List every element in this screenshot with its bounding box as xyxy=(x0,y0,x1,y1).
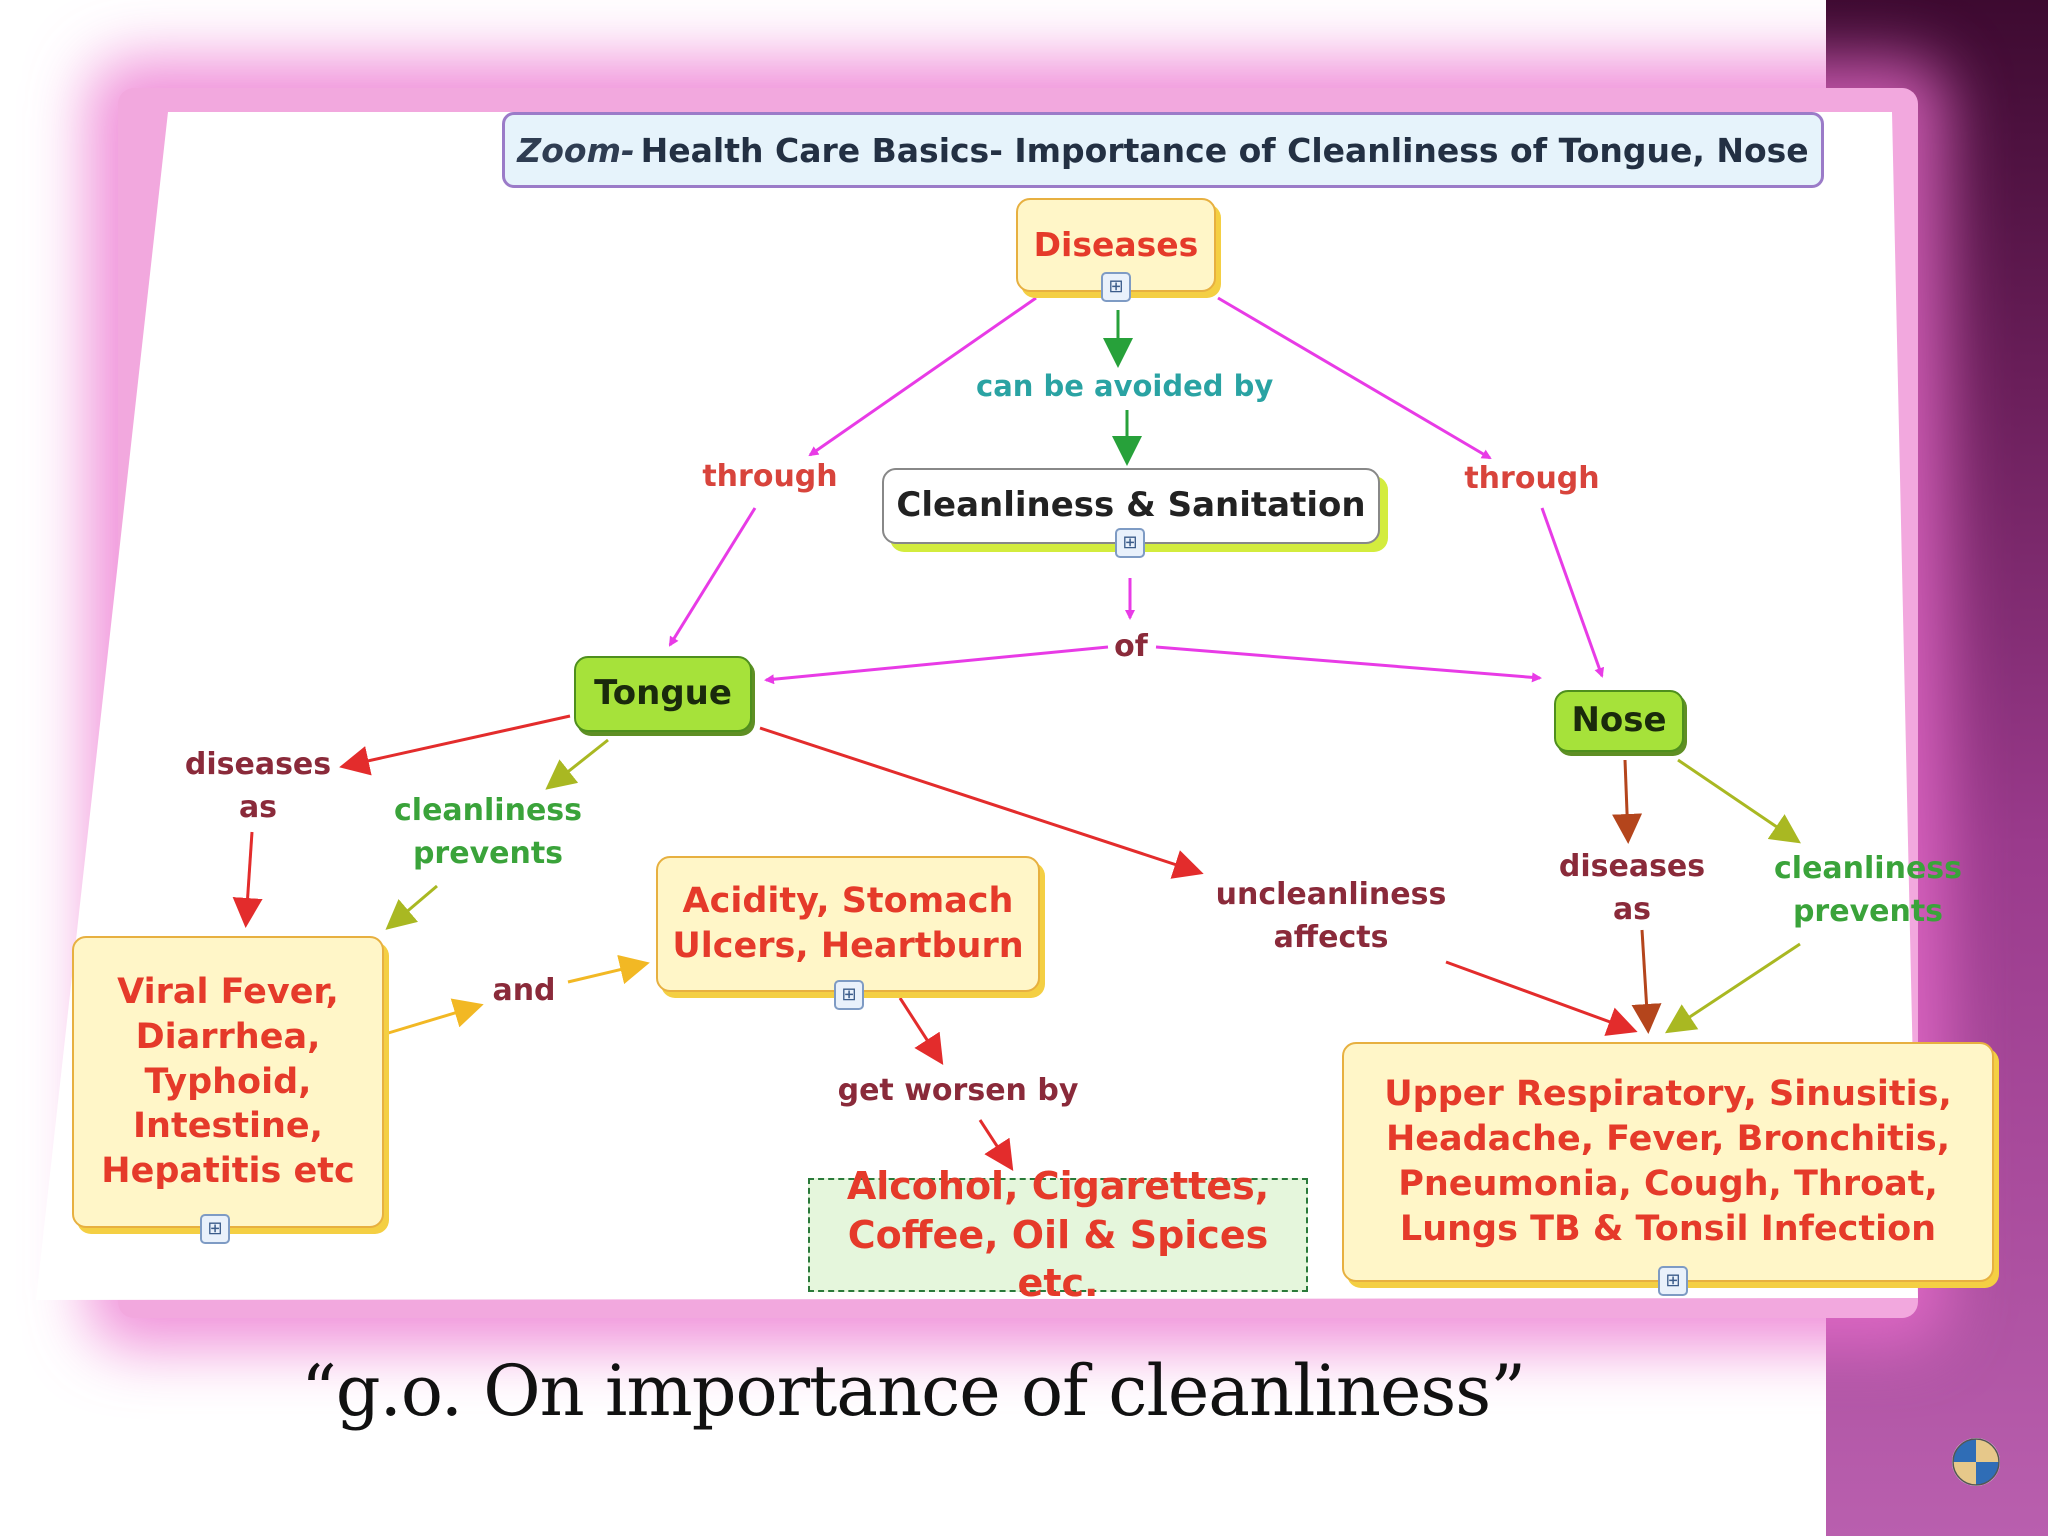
link-through-right: through xyxy=(1464,461,1600,496)
link-cleanliness-prevents-left: cleanliness prevents xyxy=(392,790,584,875)
arrow-tongue-uncleanliness xyxy=(759,726,1204,879)
arrow-and-acidity xyxy=(567,954,650,985)
node-nose-label: Nose xyxy=(1571,700,1667,741)
resource-icon[interactable]: ⊞ xyxy=(1658,1266,1688,1296)
arrow-diseases-through-left xyxy=(808,296,1037,457)
viral-line: Hepatitis etc xyxy=(101,1151,355,1192)
node-acidity[interactable]: Acidity, Stomach Ulcers, Heartburn xyxy=(656,856,1040,992)
alcohol-line: Coffee, Oil & Spices etc. xyxy=(847,1212,1269,1306)
viral-line: Typhoid, xyxy=(144,1061,312,1102)
link-line: diseases xyxy=(184,747,332,782)
arrow-acidity-worsen xyxy=(898,997,944,1066)
resource-icon[interactable]: ⊞ xyxy=(834,980,864,1010)
link-get-worsen-by: get worsen by xyxy=(837,1073,1079,1108)
arrow-through-tongue xyxy=(668,507,757,647)
link-line: as xyxy=(238,789,278,825)
arrow-prevents-upper xyxy=(1664,942,1801,1034)
arrow-worsen-alcohol xyxy=(978,1119,1014,1172)
upper-line: Headache, Fever, Bronchitis, xyxy=(1385,1119,1950,1160)
node-upper-respiratory[interactable]: Upper Respiratory, Sinusitis, Headache, … xyxy=(1342,1042,1994,1282)
diagram-title: Zoom- Health Care Basics- Importance of … xyxy=(502,112,1824,188)
arrow-diseases-through-right xyxy=(1217,296,1492,460)
link-and: and xyxy=(492,973,556,1008)
arrow-diseases-as-viral xyxy=(232,831,263,928)
link-through-left: through xyxy=(702,459,838,494)
link-line: prevents xyxy=(412,835,564,871)
link-diseases-as-left: diseases as xyxy=(178,744,338,829)
link-line: affects xyxy=(1273,919,1389,955)
viral-line: Viral Fever, xyxy=(117,972,339,1012)
node-cleanliness-sanitation[interactable]: Cleanliness & Sanitation xyxy=(882,468,1380,544)
node-diseases-label: Diseases xyxy=(1033,224,1199,264)
arrow-tongue-cleanliness-prevents xyxy=(545,738,609,790)
resource-icon[interactable]: ⊞ xyxy=(200,1214,230,1244)
alcohol-line: Alcohol, Cigarettes, xyxy=(846,1164,1270,1209)
link-line: as xyxy=(1612,891,1652,927)
arrow-prevents-viral xyxy=(385,884,438,930)
slide-nav-icon[interactable] xyxy=(1950,1436,2002,1488)
link-line: prevents xyxy=(1792,893,1944,929)
acidity-line: Acidity, Stomach xyxy=(682,881,1014,922)
link-line: diseases xyxy=(1558,849,1706,884)
resource-icon[interactable]: ⊞ xyxy=(1115,528,1145,558)
title-text: Health Care Basics- Importance of Cleanl… xyxy=(640,130,1809,170)
node-nose[interactable]: Nose xyxy=(1554,690,1684,752)
link-of: of xyxy=(1114,629,1148,664)
arrow-viral-and xyxy=(384,998,484,1036)
arrow-of-tongue xyxy=(764,645,1109,685)
title-prefix: Zoom- xyxy=(517,130,635,170)
node-viral-fever[interactable]: Viral Fever, Diarrhea, Typhoid, Intestin… xyxy=(72,936,384,1228)
viral-line: Diarrhea, xyxy=(135,1016,321,1057)
arrow-through-nose xyxy=(1540,507,1605,678)
resource-icon[interactable]: ⊞ xyxy=(1101,272,1131,302)
viral-line: Intestine, xyxy=(133,1106,323,1147)
diagram-sheet xyxy=(36,112,1918,1300)
node-cleanliness-label: Cleanliness & Sanitation xyxy=(896,485,1366,526)
link-can-be-avoided-by: can be avoided by xyxy=(976,369,1274,403)
arrow-of-nose xyxy=(1155,645,1542,683)
arrow-nose-diseases-as xyxy=(1612,759,1643,844)
link-line: cleanliness xyxy=(394,793,582,828)
node-tongue[interactable]: Tongue xyxy=(574,656,752,732)
acidity-line: Ulcers, Heartburn xyxy=(672,926,1024,966)
arrow-tongue-diseases-as xyxy=(339,714,571,776)
link-cleanliness-prevents-right: cleanliness prevents xyxy=(1768,848,1968,933)
link-uncleanliness-affects: uncleanliness affects xyxy=(1200,874,1462,959)
arrow-uncleanliness-upper xyxy=(1445,960,1638,1036)
upper-line: Upper Respiratory, Sinusitis, xyxy=(1384,1074,1952,1115)
node-tongue-label: Tongue xyxy=(594,673,732,714)
arrow-nose-cleanliness-prevents xyxy=(1677,758,1801,844)
upper-line: Lungs TB & Tonsil Infection xyxy=(1399,1208,1937,1249)
node-alcohol[interactable]: Alcohol, Cigarettes, Coffee, Oil & Spice… xyxy=(808,1164,1308,1305)
link-line: cleanliness xyxy=(1774,851,1962,886)
link-line: uncleanliness xyxy=(1215,877,1447,912)
link-diseases-as-right: diseases as xyxy=(1552,846,1712,931)
slide-caption: “g.o. On importance of cleanliness” xyxy=(300,1350,1526,1432)
upper-line: Pneumonia, Cough, Throat, xyxy=(1398,1164,1938,1204)
arrow-diseases-as-upper xyxy=(1631,929,1662,1034)
